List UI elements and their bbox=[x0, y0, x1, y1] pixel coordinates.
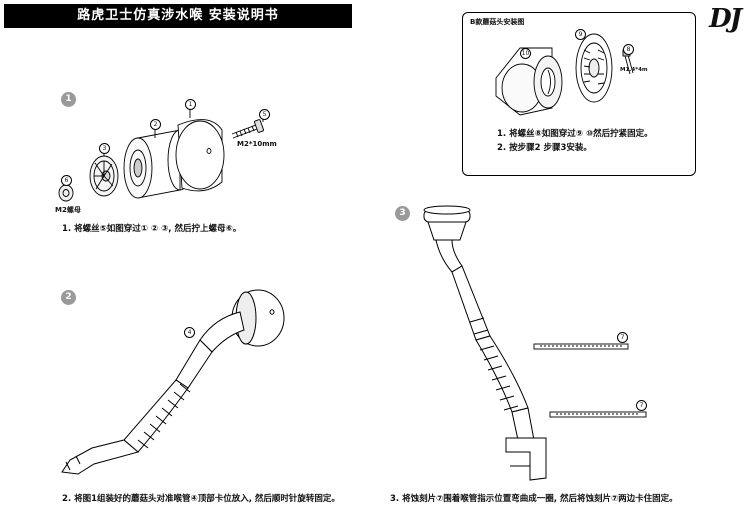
part-number-1: 1 bbox=[185, 99, 196, 110]
variant-b-step-1: 1. 将螺丝⑧如图穿过⑨ ⑩然后拧紧固定。 bbox=[497, 129, 653, 139]
part-number-2: 2 bbox=[150, 119, 161, 130]
step-2-badge: 2 bbox=[61, 290, 76, 305]
step-2-caption: 2. 将图1组装好的蘑菇头对准喉管④顶部卡位放入, 然后顺时针旋转固定。 bbox=[62, 494, 340, 504]
part-number-7b: 7 bbox=[636, 400, 647, 411]
b-mushroom-head-part bbox=[495, 47, 563, 116]
step-1-caption: 1. 将螺丝⑤如图穿过① ② ③, 然后拧上螺母⑥。 bbox=[62, 224, 242, 234]
screw-label: M2*10mm bbox=[237, 140, 277, 148]
m2-screw-part bbox=[231, 119, 265, 139]
b-screw-label: M1.4*4m bbox=[620, 67, 648, 73]
brand-logo: DJ bbox=[709, 4, 742, 34]
variant-b-panel bbox=[462, 12, 696, 176]
step-3-caption: 3. 将蚀刻片⑦围着喉管指示位置弯曲成一圈, 然后将蚀刻片⑦两边卡住固定。 bbox=[390, 494, 678, 504]
part-number-10: 10 bbox=[520, 48, 531, 59]
snorkel-assembly-step3 bbox=[423, 205, 547, 481]
dome-cap-part bbox=[175, 119, 225, 192]
page-title: 路虎卫士仿真涉水喉 安装说明书 bbox=[4, 4, 352, 28]
m2-nut-part bbox=[58, 184, 74, 202]
part-number-5: 5 bbox=[259, 109, 270, 120]
variant-b-step-2: 2. 按步骤2 步骤3安装。 bbox=[497, 143, 592, 153]
part-number-9: 9 bbox=[575, 29, 586, 40]
etching-strip-a bbox=[533, 343, 629, 350]
snorkel-assembly-step2 bbox=[61, 289, 285, 475]
part-number-8: 8 bbox=[623, 44, 634, 55]
part-number-6: 6 bbox=[61, 175, 72, 186]
etching-strip-b bbox=[549, 411, 647, 418]
cylinder-body-part bbox=[123, 129, 193, 199]
grille-disc-part bbox=[89, 155, 119, 197]
part-number-7a: 7 bbox=[617, 332, 628, 343]
step-1-badge: 1 bbox=[61, 92, 76, 107]
step-3-badge: 3 bbox=[395, 206, 410, 221]
nut-label: M2螺母 bbox=[55, 206, 81, 214]
part-number-3: 3 bbox=[99, 143, 110, 154]
variant-b-title: B款蘑菇头安装图 bbox=[470, 18, 525, 26]
b-grille-disc-part bbox=[575, 33, 613, 103]
part-number-4: 4 bbox=[184, 327, 195, 338]
